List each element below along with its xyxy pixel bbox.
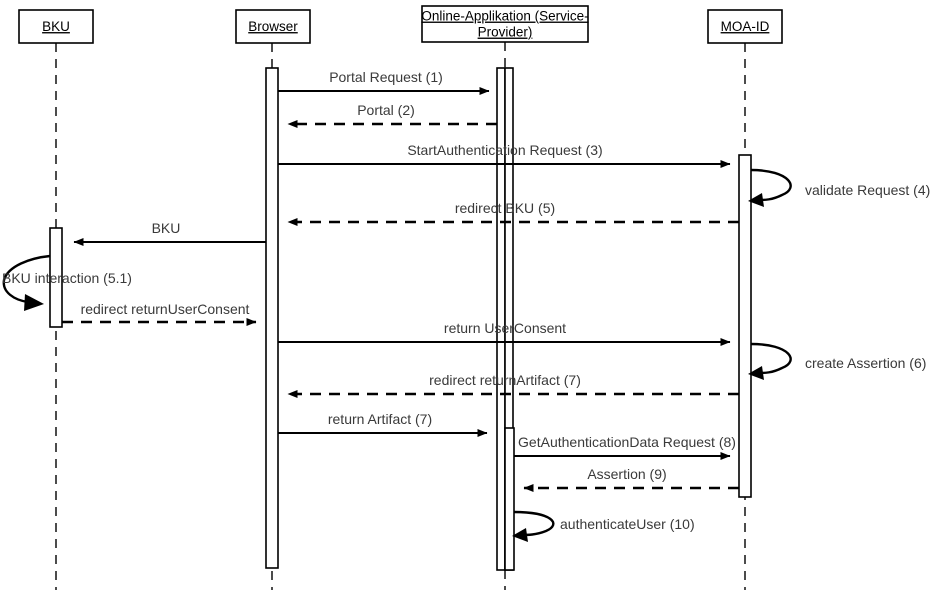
activation-bar-online-applikation-nested xyxy=(504,427,515,571)
message-validate-request[interactable]: validate Request (4) xyxy=(748,168,930,207)
lifeline-label-online-applikation-line1: Online-Applikation (Service- xyxy=(421,9,588,24)
lifeline-header-online-applikation[interactable]: Online-Applikation (Service- Provider) xyxy=(421,5,589,43)
message-label-getauthenticationdata-request: GetAuthenticationData Request (8) xyxy=(518,434,736,450)
message-label-bku-interaction: BKU interaction (5.1) xyxy=(2,270,132,286)
message-label-return-artifact: return Artifact (7) xyxy=(328,411,432,427)
lifeline-label-browser: Browser xyxy=(248,19,298,34)
message-arrow-authenticateuser xyxy=(513,510,555,537)
message-bku[interactable]: BKU xyxy=(73,220,266,246)
message-arrowhead-bku-interaction xyxy=(24,294,44,311)
message-portal-request[interactable]: Portal Request (1) xyxy=(278,69,490,95)
message-redirect-returnartifact[interactable]: redirect returnArtifact (7) xyxy=(287,372,739,398)
lifeline-label-moa-id: MOA-ID xyxy=(721,19,770,34)
lifeline-header-bku[interactable]: BKU xyxy=(18,9,94,44)
message-label-validate-request: validate Request (4) xyxy=(805,182,930,198)
lifeline-box-moa-id xyxy=(707,9,783,44)
message-portal[interactable]: Portal (2) xyxy=(287,102,497,128)
message-label-assertion: Assertion (9) xyxy=(587,466,666,482)
message-bku-interaction[interactable]: BKU interaction (5.1) xyxy=(2,254,132,311)
message-redirect-returnuserconsent[interactable]: redirect returnUserConsent xyxy=(62,301,257,326)
message-arrowhead-authenticateuser xyxy=(512,528,528,542)
message-arrow-validate-request xyxy=(750,168,792,202)
message-create-assertion[interactable]: create Assertion (6) xyxy=(748,342,926,380)
lifeline-label-bku: BKU xyxy=(42,19,70,34)
lifeline-header-moa-id[interactable]: MOA-ID xyxy=(707,9,783,44)
message-label-portal: Portal (2) xyxy=(357,102,415,118)
message-label-return-userconsent: return UserConsent xyxy=(444,320,566,336)
message-label-bku: BKU xyxy=(152,220,181,236)
message-label-startauthentication-request: StartAuthentication Request (3) xyxy=(407,142,602,158)
message-return-artifact[interactable]: return Artifact (7) xyxy=(278,411,488,437)
activation-bar-browser xyxy=(265,67,279,569)
activation-bar-bku xyxy=(49,227,63,328)
message-label-create-assertion: create Assertion (6) xyxy=(805,355,926,371)
lifeline-label-online-applikation-line2: Provider) xyxy=(478,25,533,40)
message-label-authenticateuser: authenticateUser (10) xyxy=(560,516,695,532)
message-label-redirect-bku: redirect BKU (5) xyxy=(455,200,555,216)
message-label-redirect-returnartifact: redirect returnArtifact (7) xyxy=(429,372,581,388)
message-arrowhead-create-assertion xyxy=(748,366,764,380)
lifeline-box-browser xyxy=(235,9,311,44)
message-arrowhead-validate-request xyxy=(748,193,764,207)
message-arrow-create-assertion xyxy=(750,342,792,375)
activation-bar-moa-id xyxy=(738,154,752,498)
message-assertion[interactable]: Assertion (9) xyxy=(523,466,739,492)
message-return-userconsent[interactable]: return UserConsent xyxy=(278,320,731,346)
message-label-redirect-returnuserconsent: redirect returnUserConsent xyxy=(81,301,250,317)
lifeline-header-browser[interactable]: Browser xyxy=(235,9,311,44)
message-authenticateuser[interactable]: authenticateUser (10) xyxy=(512,510,695,542)
message-getauthenticationdata-request[interactable]: GetAuthenticationData Request (8) xyxy=(514,434,736,460)
message-startauthentication-request[interactable]: StartAuthentication Request (3) xyxy=(278,142,731,168)
message-arrow-bku-interaction xyxy=(2,254,51,304)
lifeline-box-bku xyxy=(18,9,94,44)
message-label-portal-request: Portal Request (1) xyxy=(329,69,443,85)
message-redirect-bku[interactable]: redirect BKU (5) xyxy=(287,200,739,226)
